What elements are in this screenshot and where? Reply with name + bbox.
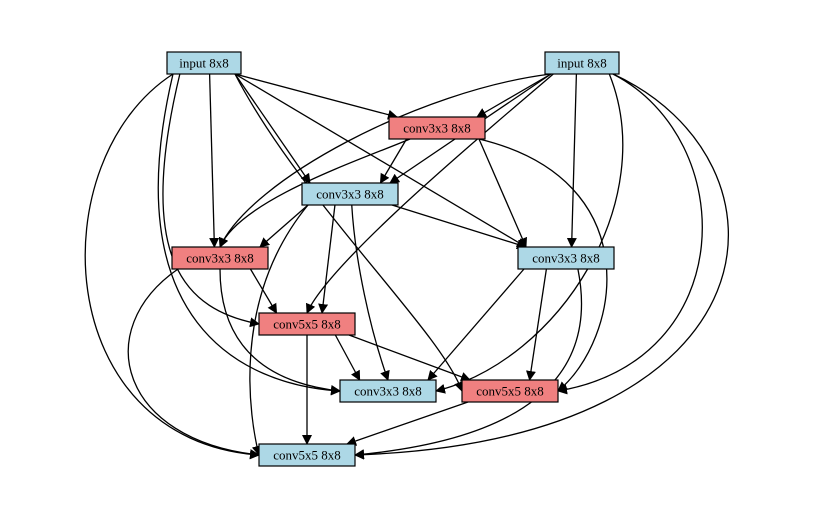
edge-c3c-to-c5c (127, 268, 260, 459)
edge-c3b-to-c5a (318, 204, 336, 314)
edge-in2-to-c5a (306, 73, 554, 314)
node-c3d: conv3x3 8x8 (517, 246, 615, 270)
node-box (166, 51, 242, 75)
node-label: conv3x3 8x8 (403, 121, 471, 136)
node-label: input 8x8 (179, 56, 228, 71)
edge-in2-to-c3c (219, 73, 552, 248)
node-box (517, 246, 615, 270)
edge-in2-to-c3d (566, 73, 578, 248)
node-in1: input 8x8 (166, 51, 242, 75)
node-box (461, 379, 559, 403)
edge-c5b-to-c5c (346, 401, 469, 446)
edge-c3b-to-c5c (249, 204, 309, 456)
node-box (258, 312, 356, 336)
node-label: conv5x5 8x8 (273, 317, 341, 332)
node-label: conv3x3 8x8 (354, 384, 422, 399)
edge-in1-to-c3c (208, 73, 220, 248)
nodes-layer: input 8x8 input 8x8 conv3x3 8x8 conv3x3 8x8… (166, 51, 620, 467)
node-in2: input 8x8 (544, 51, 620, 75)
edge-in1-to-c3a (234, 73, 398, 120)
node-c5c: conv5x5 8x8 (258, 443, 356, 467)
node-label: conv3x3 8x8 (316, 187, 384, 202)
edge-c5a-to-c3e (334, 334, 361, 381)
edge-c3c-to-c5a (249, 268, 278, 314)
node-label: conv5x5 8x8 (476, 384, 544, 399)
edge-in1-to-c5c (84, 73, 260, 460)
node-c3b: conv3x3 8x8 (301, 182, 399, 206)
node-box (301, 182, 399, 206)
node-c3a: conv3x3 8x8 (388, 116, 486, 140)
node-box (388, 116, 486, 140)
edge-c3d-to-c3e (427, 268, 525, 381)
edge-c3b-to-c3d (391, 204, 527, 250)
edge-c3a-to-c3d (478, 138, 527, 248)
node-label: conv3x3 8x8 (186, 251, 254, 266)
node-label: input 8x8 (557, 56, 606, 71)
node-box (258, 443, 356, 467)
node-box (171, 246, 269, 270)
node-box (339, 379, 437, 403)
edge-c5a-to-c5b (348, 334, 471, 382)
node-c5a: conv5x5 8x8 (258, 312, 356, 336)
edge-c3b-to-c3c (259, 204, 309, 248)
edge-in2-to-c3a (476, 73, 552, 118)
edge-in1-to-c3b (234, 73, 311, 184)
node-c5b: conv5x5 8x8 (461, 379, 559, 403)
edge-in2-to-c5b (557, 73, 703, 395)
edge-in2-to-c5c (354, 73, 730, 460)
node-label: conv5x5 8x8 (273, 448, 341, 463)
edge-c3d-to-c5b (526, 268, 548, 381)
node-c3e: conv3x3 8x8 (339, 379, 437, 403)
edge-c3a-to-c3b (379, 138, 408, 184)
edge-in1-to-c3e (157, 73, 341, 396)
edge-in1-to-c5b (234, 73, 464, 392)
node-c3c: conv3x3 8x8 (171, 246, 269, 270)
edge-c3d-to-c5c (354, 268, 583, 460)
node-label: conv3x3 8x8 (532, 251, 600, 266)
node-box (544, 51, 620, 75)
edge-in1-to-c3d (234, 73, 527, 248)
edge-c3b-to-c3e (351, 204, 390, 381)
